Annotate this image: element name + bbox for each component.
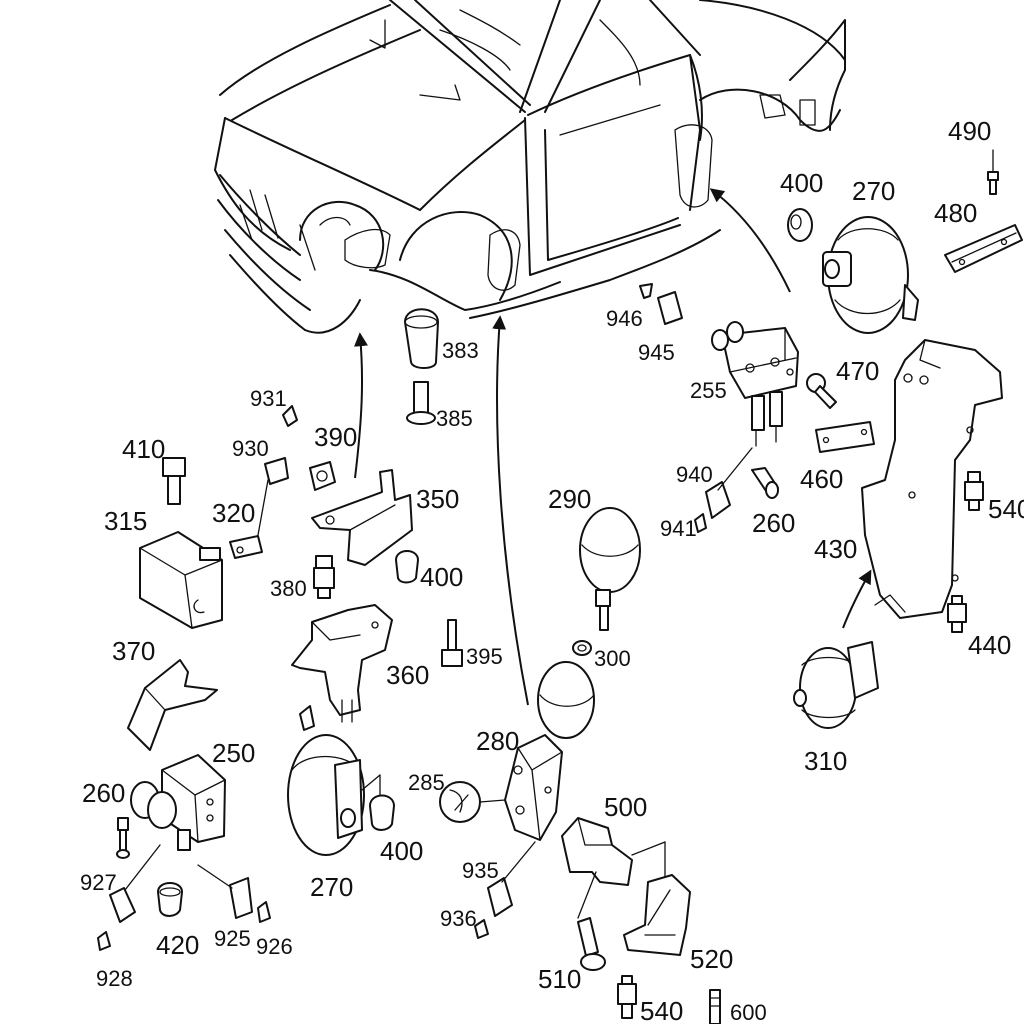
label-410: 410 xyxy=(122,434,165,464)
label-470: 470 xyxy=(836,356,879,386)
part-480-plate xyxy=(944,224,1023,273)
part-315-control-unit xyxy=(139,531,223,629)
part-460-plate xyxy=(815,421,875,453)
label-945: 945 xyxy=(638,340,675,365)
label-925: 925 xyxy=(214,926,251,951)
part-285-clip xyxy=(439,781,506,823)
label-300: 300 xyxy=(594,646,631,671)
part-400-nut-middle xyxy=(395,550,419,584)
part-310-accumulator xyxy=(793,641,879,729)
part-385-sleeve xyxy=(406,381,436,425)
label-600: 600 xyxy=(730,1000,767,1024)
part-370-shield xyxy=(127,659,218,751)
label-260a: 260 xyxy=(752,508,795,538)
part-540-mount-lower xyxy=(617,975,637,1019)
part-600-bolt xyxy=(709,989,721,1024)
label-250: 250 xyxy=(212,738,255,768)
label-946: 946 xyxy=(606,306,643,331)
label-370: 370 xyxy=(112,636,155,666)
label-940: 940 xyxy=(676,462,713,487)
part-440-mount xyxy=(947,595,967,633)
label-936: 936 xyxy=(440,906,477,931)
label-290: 290 xyxy=(548,484,591,514)
part-946-945-connectors xyxy=(639,283,683,325)
part-410-bolt xyxy=(162,457,186,505)
label-400a: 400 xyxy=(780,168,823,198)
part-925-926-connectors xyxy=(197,864,271,923)
label-941: 941 xyxy=(660,516,697,541)
label-420: 420 xyxy=(156,930,199,960)
part-935-936-connectors xyxy=(474,841,536,939)
part-940-941-connectors xyxy=(694,447,753,533)
label-520: 520 xyxy=(690,944,733,974)
label-540a: 540 xyxy=(988,494,1024,524)
label-500: 500 xyxy=(604,792,647,822)
car-body-illustration xyxy=(214,0,846,334)
label-280: 280 xyxy=(476,726,519,756)
part-260-union-lower xyxy=(116,817,130,859)
part-270-accumulator-lower xyxy=(287,705,381,856)
label-315: 315 xyxy=(104,506,147,536)
assembly-arrows xyxy=(354,188,872,706)
part-931-930-connectors xyxy=(257,405,298,536)
part-255-valve-block xyxy=(711,321,799,447)
label-380: 380 xyxy=(270,576,307,601)
label-320: 320 xyxy=(212,498,255,528)
label-260b: 260 xyxy=(82,778,125,808)
part-250-modulator xyxy=(130,754,226,851)
label-400b: 400 xyxy=(420,562,463,592)
part-300-washer xyxy=(572,640,592,656)
part-400-nut-lower xyxy=(369,794,395,831)
label-383: 383 xyxy=(442,338,479,363)
part-510-bolt xyxy=(577,871,606,971)
label-255: 255 xyxy=(690,378,727,403)
label-440: 440 xyxy=(968,630,1011,660)
part-260-union-upper xyxy=(751,467,779,499)
label-310: 310 xyxy=(804,746,847,776)
label-390: 390 xyxy=(314,422,357,452)
label-480: 480 xyxy=(934,198,977,228)
label-926: 926 xyxy=(256,934,293,959)
part-number-labels: 490 400 270 480 946 945 255 470 383 385 931 930 410 3… xyxy=(80,116,1024,1024)
label-510: 510 xyxy=(538,964,581,994)
part-350-bracket xyxy=(311,469,413,566)
part-470-bolt xyxy=(806,373,837,409)
label-350: 350 xyxy=(416,484,459,514)
part-280-valve-sphere xyxy=(504,661,595,841)
part-360-bracket xyxy=(291,604,393,723)
label-395: 395 xyxy=(466,644,503,669)
label-385: 385 xyxy=(436,406,473,431)
part-395-bolt xyxy=(441,619,463,667)
part-390-nut xyxy=(309,461,336,491)
part-400-nut-upper xyxy=(787,208,813,242)
label-935: 935 xyxy=(462,858,499,883)
part-430-bracket xyxy=(861,339,1003,619)
label-270b: 270 xyxy=(310,872,353,902)
part-927-928-connectors xyxy=(97,844,161,951)
label-931: 931 xyxy=(250,386,287,411)
label-400c: 400 xyxy=(380,836,423,866)
label-460: 460 xyxy=(800,464,843,494)
label-285: 285 xyxy=(408,770,445,795)
part-540-mount-upper xyxy=(964,471,984,511)
label-928: 928 xyxy=(96,966,133,991)
label-360: 360 xyxy=(386,660,429,690)
label-430: 430 xyxy=(814,534,857,564)
part-380-damper xyxy=(313,555,335,599)
part-290-sphere xyxy=(579,507,641,631)
label-930: 930 xyxy=(232,436,269,461)
part-383-bushing xyxy=(404,308,439,369)
label-927: 927 xyxy=(80,870,117,895)
part-420-grommet xyxy=(157,882,183,917)
part-270-accumulator-upper xyxy=(822,216,919,334)
part-320-sensor xyxy=(229,535,263,559)
part-520-plate xyxy=(623,874,691,956)
part-490-bolt xyxy=(987,149,999,195)
label-490: 490 xyxy=(948,116,991,146)
label-540b: 540 xyxy=(640,996,683,1024)
label-270a: 270 xyxy=(852,176,895,206)
part-500-bracket xyxy=(561,817,666,886)
